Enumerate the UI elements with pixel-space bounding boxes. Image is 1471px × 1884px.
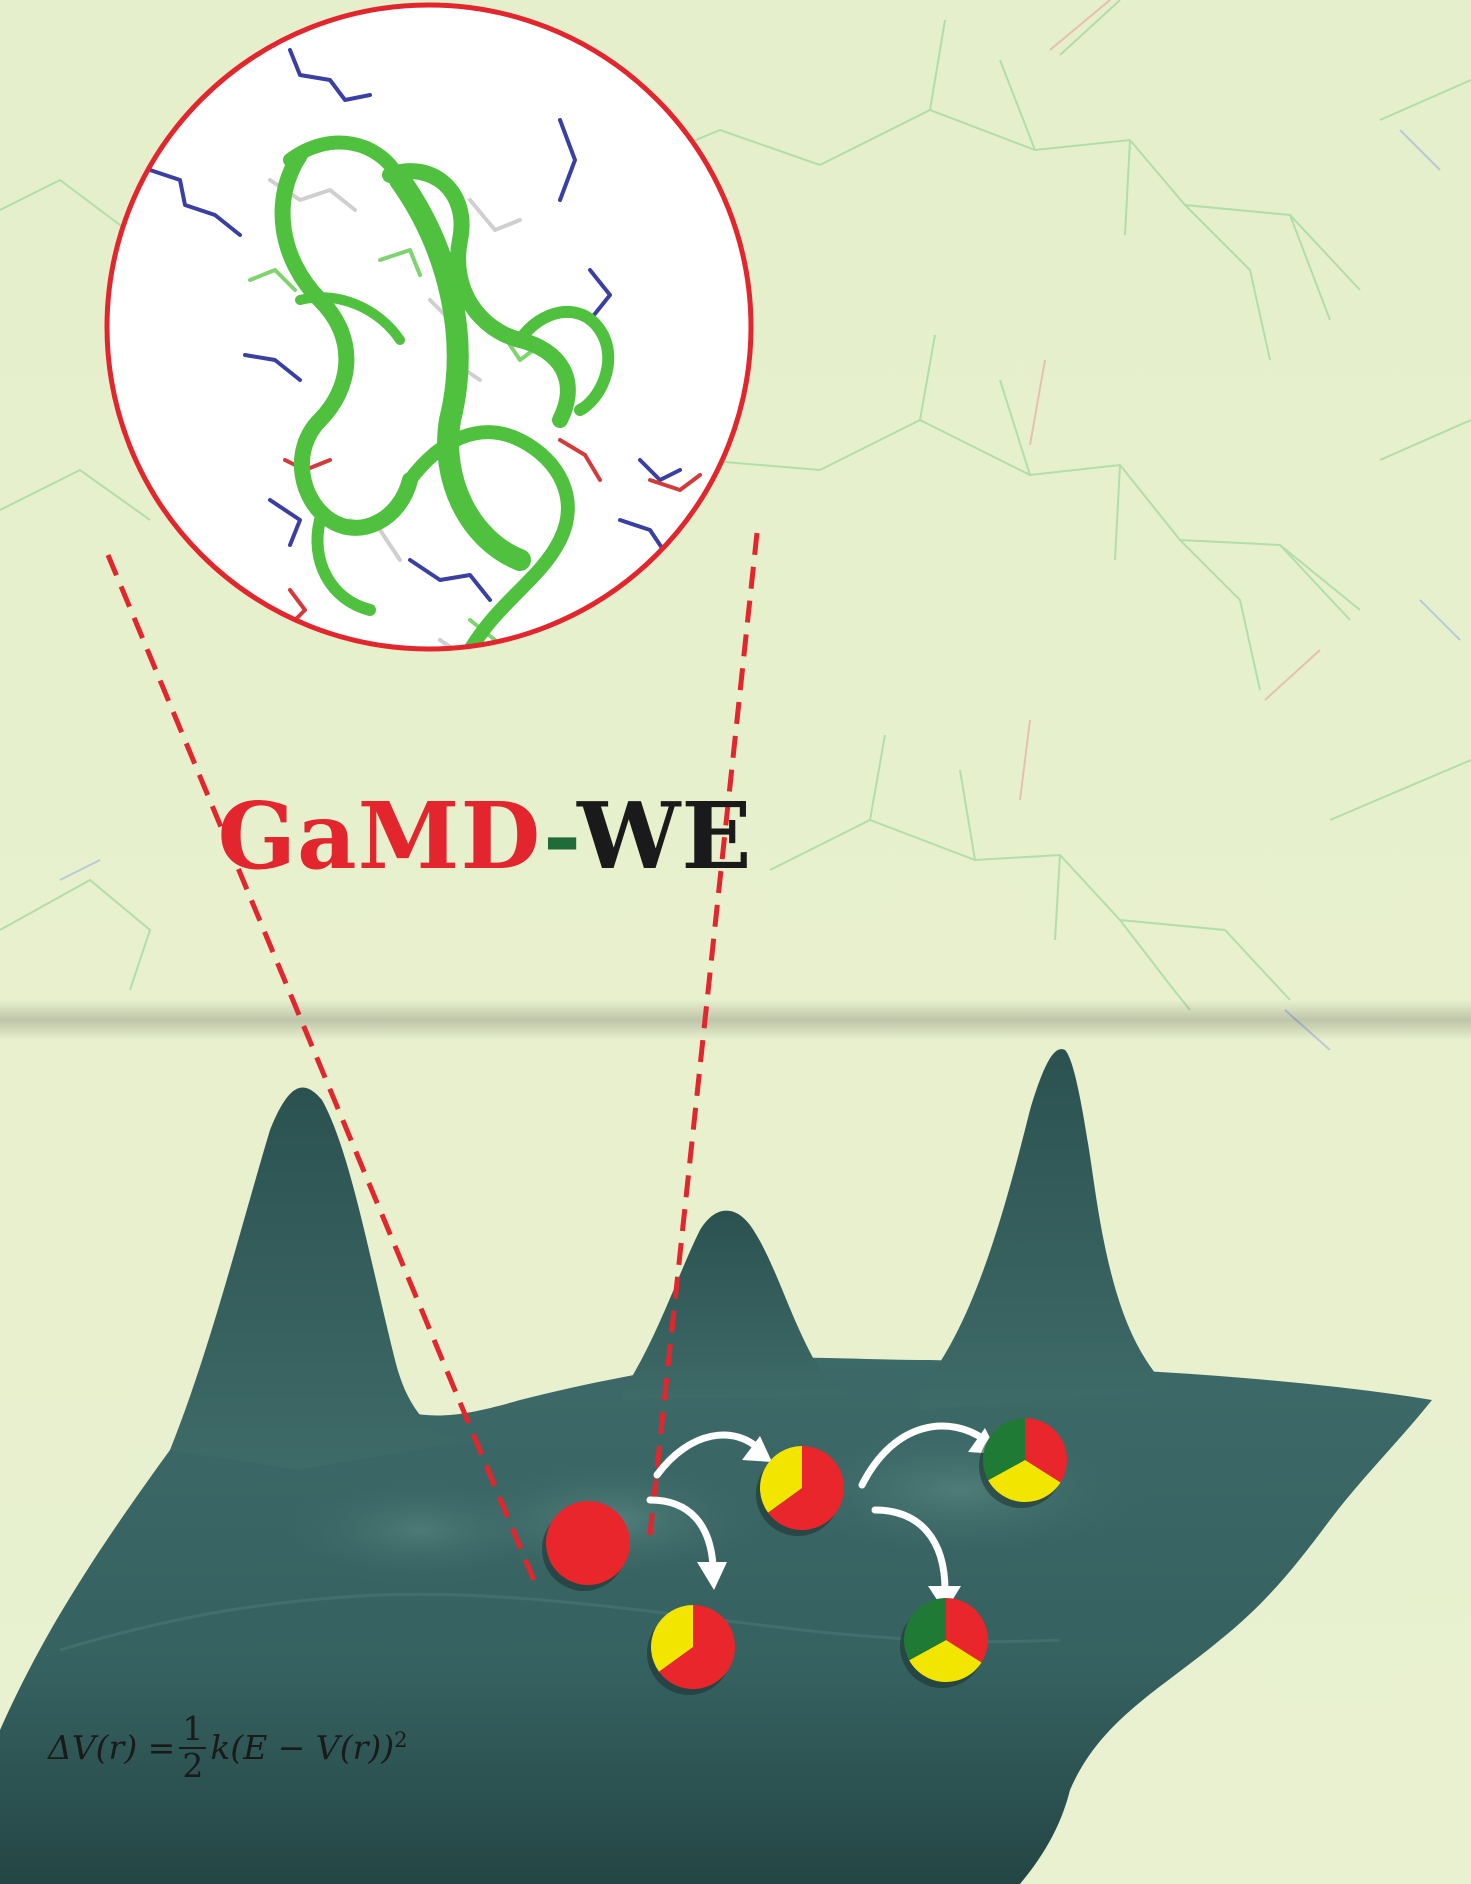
basin-highlight-3 [280, 1475, 560, 1585]
walker-initial [542, 1501, 630, 1591]
walker-group [542, 1418, 1068, 1695]
title-part-gamd: GaMD [217, 782, 543, 890]
walker-gen1-a-slice-0 [768, 1446, 845, 1531]
walker-gen2-a [979, 1418, 1068, 1508]
walker-gen1-a-slice-1 [760, 1446, 802, 1513]
walker-gen2-a-slice-1 [988, 1460, 1061, 1503]
walker-gen1-b-slice-1 [651, 1605, 693, 1672]
equation-rhs: k(E − V(r)) [210, 1728, 395, 1768]
protein-structure-icon [148, 48, 702, 649]
transition-arrow-icon [646, 1422, 989, 1594]
equation-numerator: 1 [179, 1711, 207, 1749]
section-divider [0, 1000, 1471, 1040]
equation-fraction: 1 2 [179, 1711, 207, 1785]
equation-lhs: ΔV(r) = [48, 1728, 176, 1768]
walker-gen1-b-slice-0 [659, 1605, 736, 1689]
walker-gen2-a-slice-0 [1025, 1418, 1068, 1483]
equation-rhs-group: k(E − V(r))2 [210, 1728, 407, 1767]
walker-initial-slice-0 [546, 1501, 630, 1585]
protein-magnifier [104, 2, 754, 652]
equation-exponent: 2 [394, 1728, 408, 1753]
magnifier-ring [104, 2, 754, 652]
walker-gen1-a [756, 1446, 845, 1536]
walker-gen2-b [900, 1598, 989, 1688]
walker-gen2-b-slice-1 [909, 1640, 982, 1683]
walker-gen2-b-slice-0 [946, 1598, 989, 1663]
walker-gen1-b [647, 1605, 736, 1695]
peak-left [170, 1087, 470, 1470]
peak-center [620, 1210, 870, 1400]
title-separator: - [542, 782, 578, 890]
equation-denominator: 2 [182, 1745, 204, 1785]
peak-right [920, 1049, 1170, 1410]
title: GaMD-WE [0, 790, 970, 882]
magnifier-guides [105, 532, 760, 1584]
walker-gen2-b-slice-2 [904, 1598, 946, 1661]
title-part-we: WE [577, 782, 753, 890]
boost-potential-equation: ΔV(r) = 1 2 k(E − V(r))2 [48, 1711, 408, 1785]
walker-gen2-a-slice-2 [983, 1418, 1025, 1481]
